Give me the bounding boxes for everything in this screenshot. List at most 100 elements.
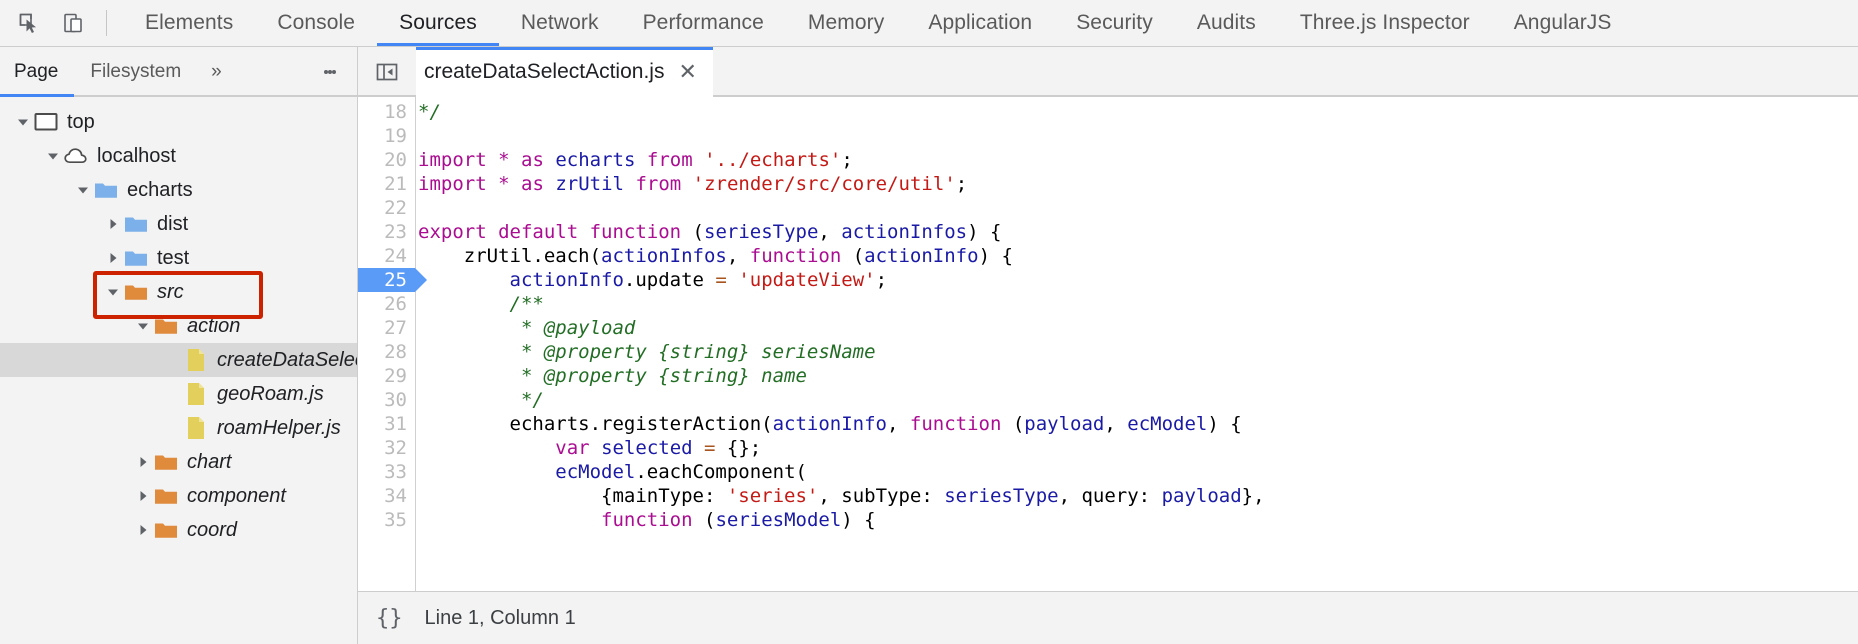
tab-elements[interactable]: Elements bbox=[123, 0, 255, 46]
tree-item-georoam-js[interactable]: geoRoam.js bbox=[0, 377, 357, 411]
tab-performance[interactable]: Performance bbox=[621, 0, 786, 46]
code-token-var: actionInfos bbox=[601, 245, 727, 267]
code-token-cmt: */ bbox=[418, 101, 441, 123]
line-number-22[interactable]: 22 bbox=[384, 197, 407, 219]
tab-audits[interactable]: Audits bbox=[1175, 0, 1278, 46]
chevron-down-icon[interactable] bbox=[102, 285, 124, 299]
chevron-down-icon[interactable] bbox=[72, 183, 94, 197]
inspect-element-icon[interactable] bbox=[14, 8, 44, 38]
code-token-kw: function bbox=[601, 509, 693, 531]
device-toolbar-icon[interactable] bbox=[58, 8, 88, 38]
line-number-32[interactable]: 32 bbox=[384, 437, 407, 459]
navigator-tab-page[interactable]: Page bbox=[0, 47, 75, 97]
code-line-29[interactable]: * @property {string} name bbox=[418, 364, 1858, 388]
code-token-var: payload bbox=[1024, 413, 1105, 435]
code-token-pln bbox=[544, 173, 555, 195]
line-number-28[interactable]: 28 bbox=[384, 341, 407, 363]
code-line-35[interactable]: function (seriesModel) { bbox=[418, 508, 1858, 532]
tab-application[interactable]: Application bbox=[906, 0, 1054, 46]
tab-threejs-inspector[interactable]: Three.js Inspector bbox=[1278, 0, 1492, 46]
line-number-31[interactable]: 31 bbox=[384, 413, 407, 435]
chevron-right-icon[interactable] bbox=[132, 489, 154, 503]
tree-item-localhost[interactable]: localhost bbox=[0, 139, 357, 173]
code-line-20[interactable]: import * as echarts from '../echarts'; bbox=[418, 148, 1858, 172]
chevron-right-icon[interactable] bbox=[102, 251, 124, 265]
tree-item-top[interactable]: top bbox=[0, 105, 357, 139]
show-navigator-icon[interactable] bbox=[358, 47, 416, 97]
line-number-29[interactable]: 29 bbox=[384, 365, 407, 387]
line-number-35[interactable]: 35 bbox=[384, 509, 407, 531]
line-number-23[interactable]: 23 bbox=[384, 221, 407, 243]
code-line-32[interactable]: var selected = {}; bbox=[418, 436, 1858, 460]
code-token-pln bbox=[590, 437, 601, 459]
code-token-pln: , bbox=[887, 413, 910, 435]
code-line-33[interactable]: ecModel.eachComponent( bbox=[418, 460, 1858, 484]
tree-item-createdataselectaction-js[interactable]: createDataSelectAction.js bbox=[0, 343, 357, 377]
chevron-down-icon[interactable] bbox=[132, 319, 154, 333]
tree-item-component[interactable]: component bbox=[0, 479, 357, 513]
code-token-pln bbox=[418, 509, 601, 531]
code-line-22[interactable] bbox=[418, 196, 1858, 220]
line-number-24[interactable]: 24 bbox=[384, 245, 407, 267]
line-number-27[interactable]: 27 bbox=[384, 317, 407, 339]
line-number-25[interactable]: 25 bbox=[358, 268, 427, 292]
navigator-more-tabs-chevron-icon[interactable]: » bbox=[197, 47, 236, 97]
pretty-print-icon[interactable]: {} bbox=[376, 605, 403, 631]
folder-orange-icon bbox=[154, 519, 178, 541]
tree-item-roamhelper-js[interactable]: roamHelper.js bbox=[0, 411, 357, 445]
code-token-pln: , bbox=[1104, 413, 1128, 435]
code-line-34[interactable]: {mainType: 'series', subType: seriesType… bbox=[418, 484, 1858, 508]
code-line-18[interactable]: */ bbox=[418, 100, 1858, 124]
code-token-pln bbox=[693, 437, 704, 459]
tree-item-action[interactable]: action bbox=[0, 309, 357, 343]
code-line-24[interactable]: zrUtil.each(actionInfos, function (actio… bbox=[418, 244, 1858, 268]
tree-item-dist[interactable]: dist bbox=[0, 207, 357, 241]
line-number-21[interactable]: 21 bbox=[384, 173, 407, 195]
chevron-right-icon[interactable] bbox=[102, 217, 124, 231]
chevron-right-icon[interactable] bbox=[132, 455, 154, 469]
tab-security[interactable]: Security bbox=[1054, 0, 1175, 46]
code-line-27[interactable]: * @payload bbox=[418, 316, 1858, 340]
code-token-pln bbox=[418, 365, 521, 387]
line-number-34[interactable]: 34 bbox=[384, 485, 407, 507]
editor-tab-createdataselectaction[interactable]: createDataSelectAction.js ✕ bbox=[416, 47, 713, 97]
tree-item-echarts[interactable]: echarts bbox=[0, 173, 357, 207]
code-content[interactable]: */ import * as echarts from '../echarts'… bbox=[416, 97, 1858, 591]
tab-network[interactable]: Network bbox=[499, 0, 621, 46]
code-line-21[interactable]: import * as zrUtil from 'zrender/src/cor… bbox=[418, 172, 1858, 196]
tab-sources[interactable]: Sources bbox=[377, 0, 499, 46]
code-line-23[interactable]: export default function (seriesType, act… bbox=[418, 220, 1858, 244]
line-number-18[interactable]: 18 bbox=[384, 101, 407, 123]
line-number-26[interactable]: 26 bbox=[384, 293, 407, 315]
tab-memory[interactable]: Memory bbox=[786, 0, 906, 46]
line-number-33[interactable]: 33 bbox=[384, 461, 407, 483]
code-token-var: actionInfo bbox=[509, 269, 624, 291]
tree-item-label: roamHelper.js bbox=[217, 416, 341, 439]
chevron-down-icon[interactable] bbox=[42, 149, 64, 163]
code-line-28[interactable]: * @property {string} seriesName bbox=[418, 340, 1858, 364]
line-number-19[interactable]: 19 bbox=[384, 125, 407, 147]
more-vertical-icon[interactable] bbox=[313, 55, 347, 89]
code-line-25[interactable]: actionInfo.update = 'updateView'; bbox=[418, 268, 1858, 292]
tree-item-coord[interactable]: coord bbox=[0, 513, 357, 547]
tab-console[interactable]: Console bbox=[255, 0, 377, 46]
chevron-right-icon[interactable] bbox=[132, 523, 154, 537]
tree-item-chart[interactable]: chart bbox=[0, 445, 357, 479]
code-line-30[interactable]: */ bbox=[418, 388, 1858, 412]
frame-icon-icon bbox=[34, 111, 58, 133]
code-line-19[interactable] bbox=[418, 124, 1858, 148]
code-token-pln: ) { bbox=[967, 221, 1002, 243]
tree-item-test[interactable]: test bbox=[0, 241, 357, 275]
close-icon[interactable]: ✕ bbox=[678, 59, 697, 84]
navigator-tab-filesystem[interactable]: Filesystem bbox=[74, 47, 197, 97]
line-number-30[interactable]: 30 bbox=[384, 389, 407, 411]
tree-item-src[interactable]: src bbox=[0, 275, 357, 309]
chevron-down-icon[interactable] bbox=[12, 115, 34, 129]
code-line-26[interactable]: /** bbox=[418, 292, 1858, 316]
code-line-31[interactable]: echarts.registerAction(actionInfo, funct… bbox=[418, 412, 1858, 436]
tab-angularjs[interactable]: AngularJS bbox=[1492, 0, 1634, 46]
line-number-20[interactable]: 20 bbox=[384, 149, 407, 171]
